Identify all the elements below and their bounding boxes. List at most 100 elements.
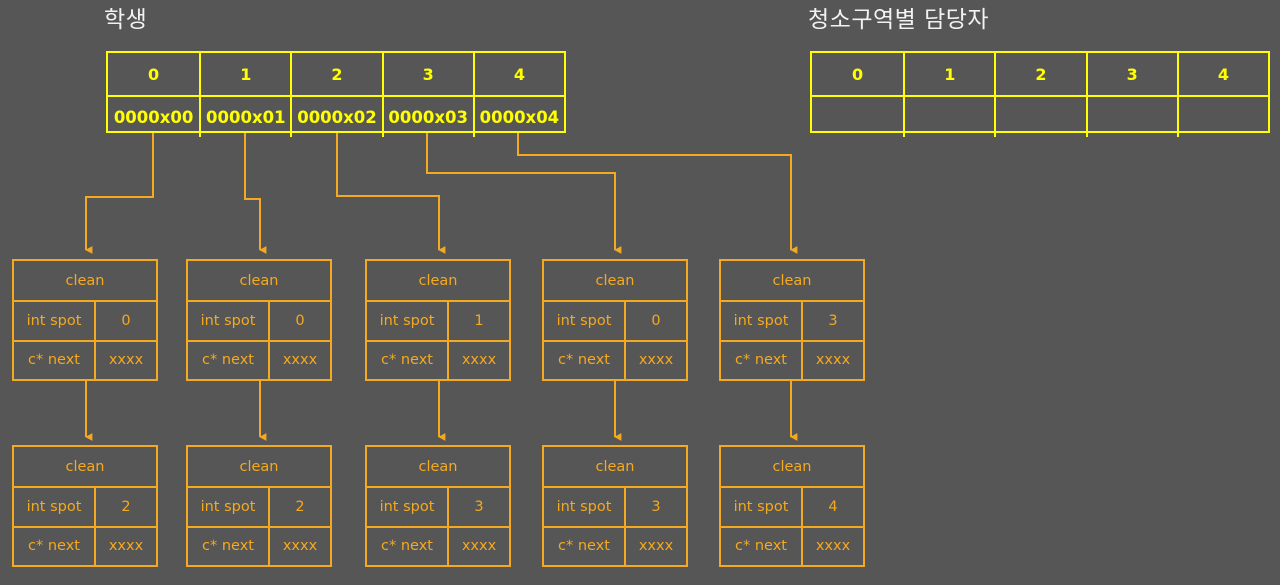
wire-slot1-to-node [244, 133, 267, 254]
wire-slot2-to-node [336, 133, 446, 254]
node-field-spot: int spot 2 [14, 486, 156, 526]
node-field-next: c* next xxxx [544, 525, 686, 565]
node-row2-col3: clean int spot 3 c* next xxxx [365, 445, 511, 567]
node-field-spot-value: 0 [94, 302, 156, 340]
students-index-cell-1: 1 [199, 53, 290, 95]
node-field-next-value: xxxx [624, 341, 686, 379]
node-field-spot-key: int spot [26, 312, 82, 329]
zones-array-index-row: 0 1 2 3 4 [812, 53, 1268, 95]
node-struct-name: clean [772, 458, 812, 475]
node-struct-name: clean [65, 458, 105, 475]
students-value-cell-2: 0000x02 [290, 97, 381, 137]
node-row2-col5: clean int spot 4 c* next xxxx [719, 445, 865, 567]
node-row1-col2: clean int spot 0 c* next xxxx [186, 259, 332, 381]
node-field-spot-key: int spot [200, 312, 256, 329]
node-field-spot-value: 3 [624, 488, 686, 526]
zones-array-value-row [812, 95, 1268, 137]
node-field-next-key: c* next [28, 538, 80, 555]
node-row2-col2: clean int spot 2 c* next xxxx [186, 445, 332, 567]
students-value-cell-4: 0000x04 [472, 97, 564, 137]
wire-slot3-to-node [426, 133, 622, 254]
node-field-next-key: c* next [28, 352, 80, 369]
node-field-next-key: c* next [735, 538, 787, 555]
node-field-spot: int spot 1 [367, 300, 509, 340]
node-field-spot: int spot 3 [367, 486, 509, 526]
students-index-cell-4: 4 [472, 53, 564, 95]
node-row2-col1: clean int spot 2 c* next xxxx [12, 445, 158, 567]
students-array-title: 학생 [104, 7, 148, 33]
node-field-next: c* next xxxx [721, 339, 863, 379]
zones-index-cell-0: 0 [852, 64, 864, 84]
node-field-next: c* next xxxx [721, 525, 863, 565]
students-index-cell-3: 3 [381, 53, 473, 95]
students-index-cell-0: 0 [148, 64, 160, 84]
node-field-spot-key: int spot [733, 312, 789, 329]
node-struct-name: clean [239, 272, 279, 289]
students-value-cell-1: 0000x01 [199, 97, 290, 137]
node-field-next-value: xxxx [624, 527, 686, 565]
node-field-next: c* next xxxx [14, 525, 156, 565]
node-field-next-value: xxxx [268, 527, 330, 565]
node-field-next-key: c* next [202, 538, 254, 555]
node-field-next: c* next xxxx [14, 339, 156, 379]
node-field-spot-value: 1 [447, 302, 509, 340]
node-row1-col4: clean int spot 0 c* next xxxx [542, 259, 688, 381]
node-field-spot-value: 3 [447, 488, 509, 526]
node-field-spot-key: int spot [200, 498, 256, 515]
zones-array-title: 청소구역별 담당자 [808, 7, 990, 33]
zones-index-cell-1: 1 [903, 53, 994, 95]
zones-index-cell-4: 4 [1176, 53, 1268, 95]
node-row1-col1: clean int spot 0 c* next xxxx [12, 259, 158, 381]
node-field-spot-value: 2 [268, 488, 330, 526]
node-struct-name: clean [595, 272, 635, 289]
zones-value-cell-3 [1085, 97, 1177, 137]
students-index-cell-2: 2 [290, 53, 381, 95]
zones-value-cell-1 [903, 97, 994, 137]
node-field-spot-key: int spot [379, 498, 435, 515]
node-row1-col5: clean int spot 3 c* next xxxx [719, 259, 865, 381]
node-field-next: c* next xxxx [188, 339, 330, 379]
node-struct-name: clean [65, 272, 105, 289]
node-field-next: c* next xxxx [544, 339, 686, 379]
node-field-spot-key: int spot [26, 498, 82, 515]
node-field-spot-key: int spot [379, 312, 435, 329]
zones-array-table: 0 1 2 3 4 [810, 51, 1270, 137]
node-field-next-value: xxxx [447, 527, 509, 565]
node-field-spot-value: 0 [268, 302, 330, 340]
node-field-spot: int spot 4 [721, 486, 863, 526]
node-field-next-value: xxxx [268, 341, 330, 379]
node-field-next-key: c* next [735, 352, 787, 369]
zones-index-cell-3: 3 [1085, 53, 1177, 95]
node-field-next-value: xxxx [447, 341, 509, 379]
node-field-spot-value: 2 [94, 488, 156, 526]
zones-value-cell-4 [1176, 97, 1268, 137]
node-field-next: c* next xxxx [367, 339, 509, 379]
node-field-next-key: c* next [202, 352, 254, 369]
zones-value-cell-2 [994, 97, 1085, 137]
node-field-next-key: c* next [558, 352, 610, 369]
node-struct-name: clean [418, 458, 458, 475]
node-row1-col3: clean int spot 1 c* next xxxx [365, 259, 511, 381]
node-struct-name: clean [772, 272, 812, 289]
wire-slot0-to-node [85, 133, 154, 254]
node-field-spot-key: int spot [556, 498, 612, 515]
node-field-next-value: xxxx [94, 527, 156, 565]
node-row2-col4: clean int spot 3 c* next xxxx [542, 445, 688, 567]
node-field-spot: int spot 3 [721, 300, 863, 340]
students-value-cell-0: 0000x00 [113, 107, 194, 127]
students-array-index-row: 0 1 2 3 4 [108, 53, 564, 95]
node-struct-name: clean [418, 272, 458, 289]
students-array-table: 0 1 2 3 4 0000x00 0000x01 0000x02 0000x0… [106, 51, 566, 137]
zones-index-cell-2: 2 [994, 53, 1085, 95]
node-field-spot: int spot 0 [14, 300, 156, 340]
node-field-next: c* next xxxx [188, 525, 330, 565]
node-field-spot-value: 0 [624, 302, 686, 340]
node-field-next-key: c* next [381, 352, 433, 369]
wire-slot4-to-node [517, 133, 798, 254]
node-field-spot: int spot 2 [188, 486, 330, 526]
node-field-next-value: xxxx [801, 527, 863, 565]
zones-value-cell-0 [812, 97, 903, 137]
students-value-cell-3: 0000x03 [381, 97, 473, 137]
node-struct-name: clean [595, 458, 635, 475]
